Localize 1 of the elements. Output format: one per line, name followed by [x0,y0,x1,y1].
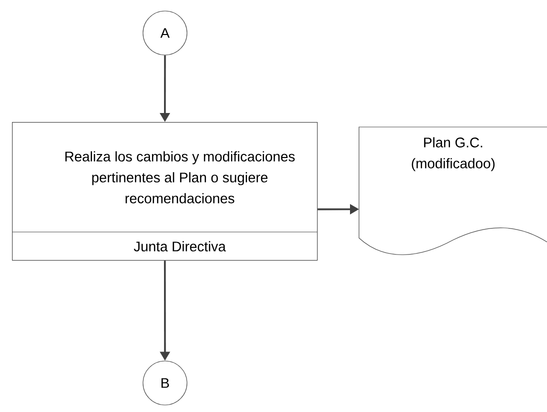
process-box: Realiza los cambios y modificaciones pertinentes al Plan o sugiere recomendaciones Junta Directiva [12,122,318,261]
